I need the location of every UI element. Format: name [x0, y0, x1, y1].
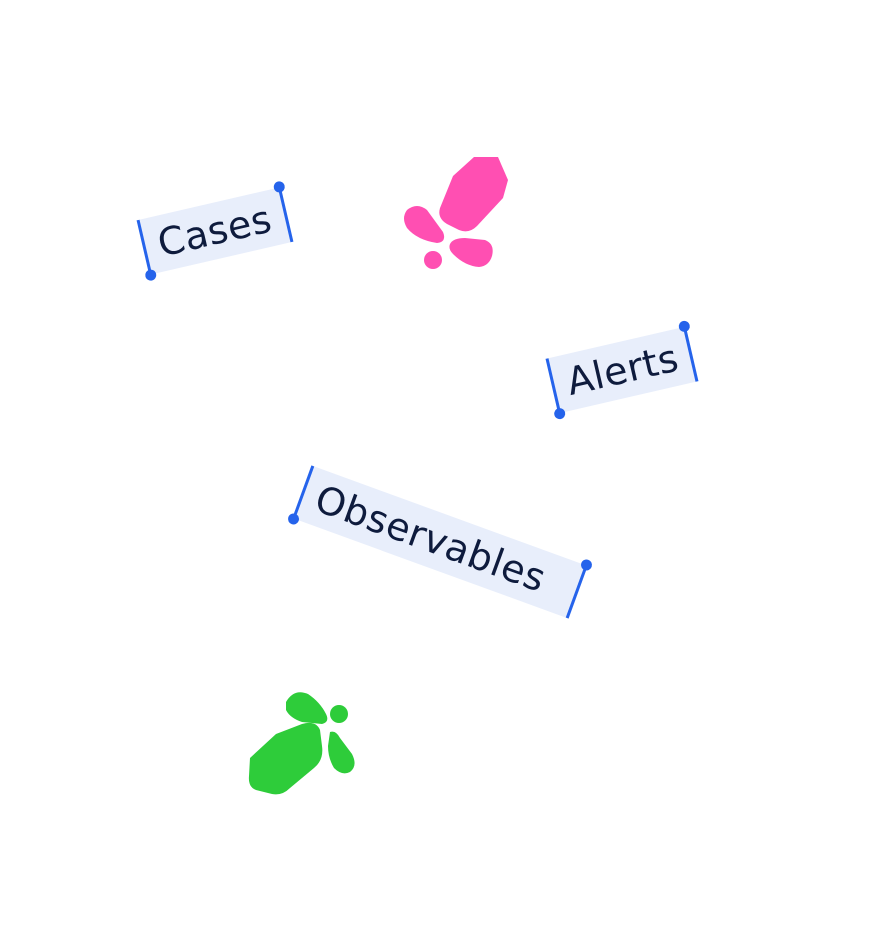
cases-label: Cases [153, 196, 276, 266]
alerts-label: Alerts [562, 335, 683, 405]
observables-tag: Observables [286, 465, 594, 619]
caret-knob-icon [144, 268, 158, 282]
cursor-caret-icon [136, 219, 153, 275]
caret-knob-icon [272, 180, 286, 194]
cases-tag: Cases [136, 180, 294, 282]
observables-label: Observables [309, 476, 552, 601]
cursor-caret-icon [277, 187, 294, 243]
green-bug-logo-icon [248, 692, 355, 795]
cursor-caret-icon [682, 326, 699, 382]
caret-knob-icon [286, 511, 301, 527]
pink-bug-logo-icon [404, 157, 508, 269]
caret-knob-icon [553, 407, 567, 421]
caret-knob-icon [677, 319, 691, 333]
cursor-caret-icon [545, 358, 562, 414]
cursor-caret-icon [565, 564, 588, 619]
alerts-tag: Alerts [545, 319, 699, 421]
caret-knob-icon [579, 557, 594, 573]
